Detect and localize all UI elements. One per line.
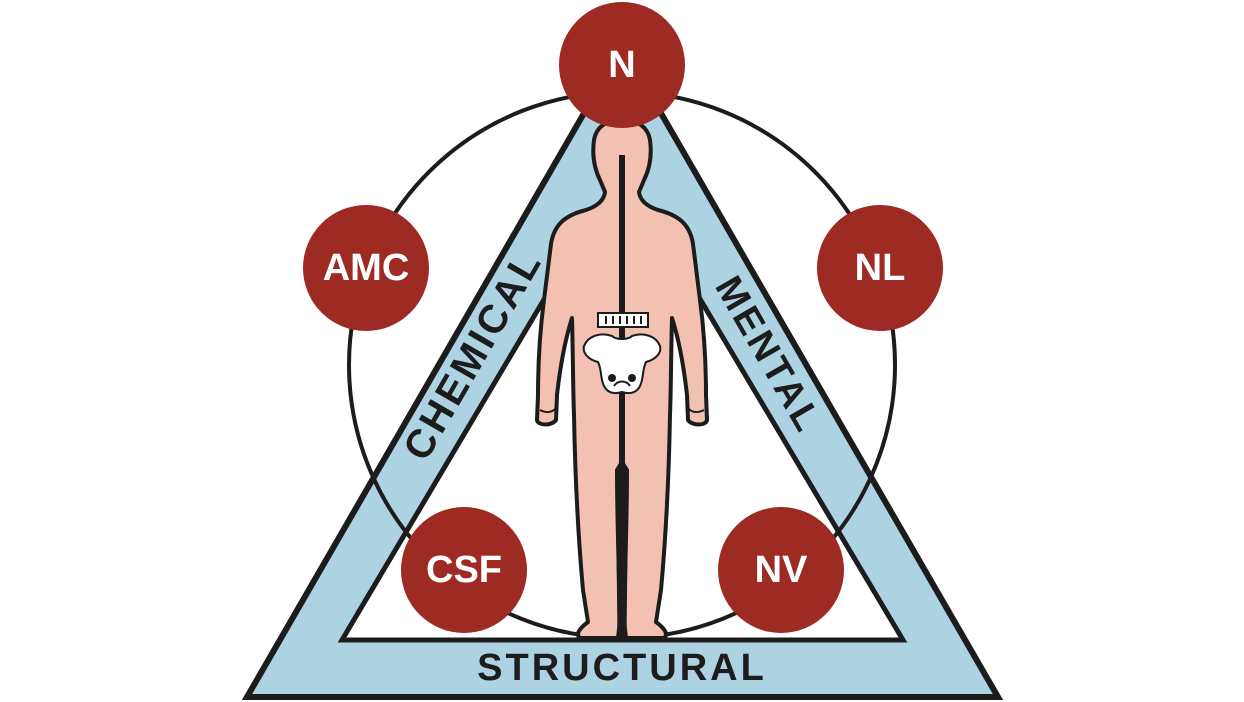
- node-csf: CSF: [401, 507, 527, 633]
- pelvis-icon: [582, 333, 662, 395]
- node-nl: NL: [817, 205, 943, 331]
- node-label: N: [608, 44, 635, 86]
- node-label: AMC: [323, 247, 410, 289]
- node-label: CSF: [426, 549, 502, 591]
- lumbar-vertebra-icon: [597, 312, 649, 328]
- node-label: NV: [755, 549, 808, 591]
- node-label: NL: [855, 247, 906, 289]
- node-n: N: [559, 2, 685, 128]
- node-nv: NV: [718, 507, 844, 633]
- side-label-structural: STRUCTURAL: [477, 647, 767, 689]
- node-amc: AMC: [303, 205, 429, 331]
